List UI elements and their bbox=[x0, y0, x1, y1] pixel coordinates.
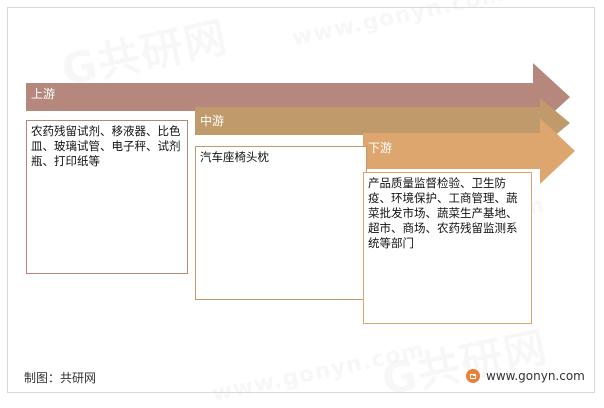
arrow-midstream bbox=[195, 98, 570, 148]
stage-box-downstream: 产品质量监督检验、卫生防疫、环境保护、工商管理、蔬菜批发市场、蔬菜生产基地、超市… bbox=[363, 172, 532, 324]
stage-label-midstream: 中游 bbox=[200, 114, 225, 128]
arrow-upstream bbox=[26, 63, 570, 131]
gonyn-logo-icon bbox=[466, 369, 480, 383]
stage-box-midstream: 汽车座椅头枕 bbox=[195, 146, 367, 300]
stage-box-upstream: 农药残留试剂、移液器、比色皿、玻璃试管、电子秤、试剂瓶、打印纸等 bbox=[26, 120, 188, 274]
stage-label-upstream: 上游 bbox=[31, 87, 56, 101]
stage-label-downstream: 下游 bbox=[368, 141, 393, 155]
footer-source: 制图：共研网 bbox=[24, 371, 97, 385]
arrow-downstream bbox=[363, 118, 575, 184]
footer-url: www.gonyn.com bbox=[486, 369, 585, 383]
